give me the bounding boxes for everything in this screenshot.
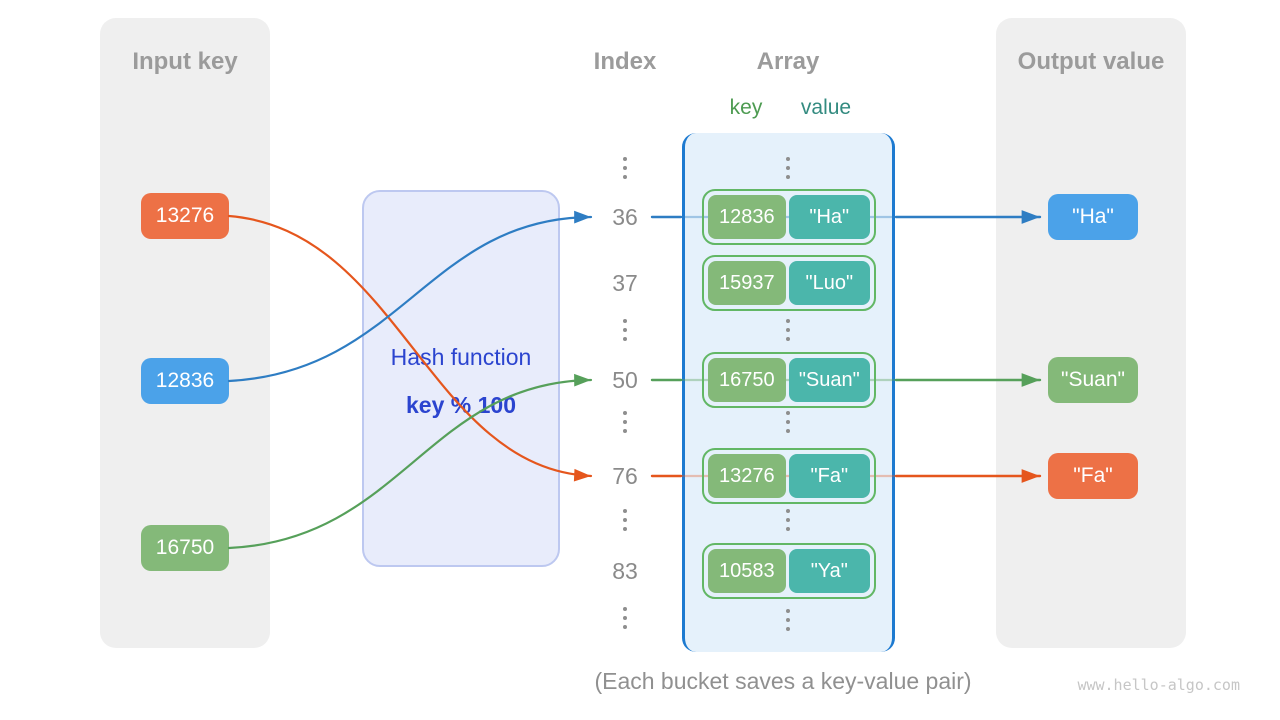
index-50: 50: [612, 367, 638, 393]
bucket-key: 10583: [708, 549, 786, 593]
bucket-pair-83: 10583 "Ya": [702, 543, 876, 599]
output-panel-title: Output value: [1017, 48, 1165, 75]
output-value-suan: "Suan": [1048, 357, 1138, 403]
bucket-key: 15937: [708, 261, 786, 305]
bucket-pair-50: 16750 "Suan": [702, 352, 876, 408]
bucket-pair-76: 13276 "Fa": [702, 448, 876, 504]
hash-function-text: Hash function key % 100: [362, 344, 560, 418]
index-37: 37: [612, 270, 638, 296]
input-key-16750: 16750: [141, 525, 229, 571]
ellipsis-dots: [786, 411, 790, 433]
bucket-pair-37: 15937 "Luo": [702, 255, 876, 311]
hash-function-name: Hash function: [390, 344, 532, 370]
output-value-ha: "Ha": [1048, 194, 1138, 240]
watermark: www.hello-algo.com: [1077, 676, 1240, 694]
input-key-13276: 13276: [141, 193, 229, 239]
input-key-12836: 12836: [141, 358, 229, 404]
hash-function-formula: key % 100: [406, 392, 516, 418]
ellipsis-dots: [623, 607, 627, 629]
key-column-label: key: [729, 96, 763, 119]
value-column-label: value: [800, 96, 852, 119]
bucket-value: "Suan": [788, 358, 870, 402]
ellipsis-dots: [623, 319, 627, 341]
bucket-value: "Ha": [788, 195, 870, 239]
ellipsis-dots: [786, 509, 790, 531]
output-value-fa: "Fa": [1048, 453, 1138, 499]
ellipsis-dots: [623, 411, 627, 433]
ellipsis-dots: [786, 609, 790, 631]
index-83: 83: [612, 558, 638, 584]
index-column-title: Index: [593, 48, 657, 75]
array-title: Array: [756, 48, 820, 75]
bucket-key: 16750: [708, 358, 786, 402]
ellipsis-dots: [623, 509, 627, 531]
ellipsis-dots: [623, 157, 627, 179]
bucket-value: "Fa": [788, 454, 870, 498]
input-panel-title: Input key: [132, 48, 238, 75]
ellipsis-dots: [786, 157, 790, 179]
output-value-panel: [996, 18, 1186, 648]
bucket-value: "Luo": [788, 261, 870, 305]
index-36: 36: [612, 204, 638, 230]
bucket-pair-36: 12836 "Ha": [702, 189, 876, 245]
bucket-key: 13276: [708, 454, 786, 498]
index-76: 76: [612, 463, 638, 489]
bucket-key: 12836: [708, 195, 786, 239]
diagram-caption: (Each bucket saves a key-value pair): [594, 668, 972, 694]
bucket-value: "Ya": [788, 549, 870, 593]
ellipsis-dots: [786, 319, 790, 341]
